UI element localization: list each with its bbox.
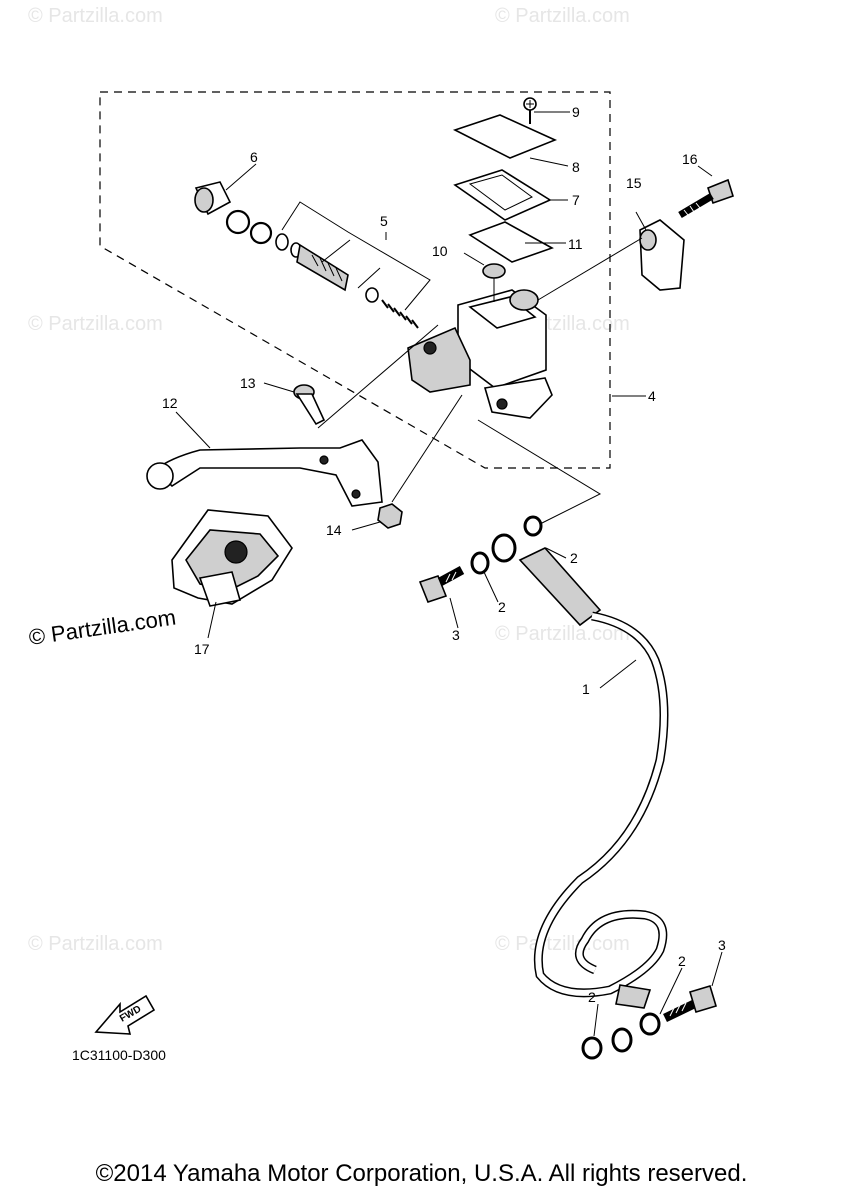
callout-2: 2 xyxy=(498,599,506,615)
clutch-hose-1 xyxy=(491,533,669,1053)
callout-14: 14 xyxy=(326,522,342,538)
callout-2: 2 xyxy=(678,953,686,969)
callout-11: 11 xyxy=(568,236,583,252)
washer-2a xyxy=(470,551,490,575)
callout-10: 10 xyxy=(432,243,448,259)
diaphragm-holder-7 xyxy=(453,169,552,221)
leader-lines xyxy=(175,111,723,1037)
grommet-10 xyxy=(482,263,506,279)
banjo-bolt-3-upper xyxy=(418,566,465,603)
callout-2: 2 xyxy=(588,989,596,1005)
diaphragm-11 xyxy=(468,221,554,263)
bolt-16 xyxy=(678,178,734,219)
circlip xyxy=(225,209,251,235)
screw-9 xyxy=(523,97,537,124)
washer xyxy=(249,221,273,245)
lever-holder-17 xyxy=(171,509,293,607)
callout-4: 4 xyxy=(648,388,656,404)
callout-16: 16 xyxy=(682,151,698,167)
callout-13: 13 xyxy=(240,375,256,391)
callout-17: 17 xyxy=(194,641,210,657)
washer-2c xyxy=(581,1036,603,1060)
watermark: © Partzilla.com xyxy=(28,5,163,27)
banjo-bolt-3-lower xyxy=(663,985,717,1023)
watermark: © Partzilla.com xyxy=(28,313,163,335)
callout-9: 9 xyxy=(572,104,580,120)
watermark: © Partzilla.com xyxy=(28,933,163,955)
callout-7: 7 xyxy=(572,192,580,208)
callout-3: 3 xyxy=(718,937,726,953)
piston-kit-5 xyxy=(275,233,419,329)
callout-8: 8 xyxy=(572,159,580,175)
watermark: © Partzilla.com xyxy=(495,623,630,645)
callout-12: 12 xyxy=(162,395,178,411)
callout-1: 1 xyxy=(582,681,590,697)
pivot-bolt-13 xyxy=(293,384,326,426)
copyright-notice: ©2014 Yamaha Motor Corporation, U.S.A. A… xyxy=(95,1160,748,1187)
diagram-code: 1C31100-D300 xyxy=(72,1047,166,1063)
callout-2: 2 xyxy=(570,550,578,566)
nut-14 xyxy=(377,503,403,529)
master-cylinder-4 xyxy=(407,289,553,419)
reservoir-cap-8 xyxy=(452,114,558,159)
fwd-arrow-icon: FWD xyxy=(94,994,156,1035)
washer-2b xyxy=(523,515,543,537)
callout-3: 3 xyxy=(452,627,460,643)
watermark: © Partzilla.com xyxy=(495,5,630,27)
callout-5: 5 xyxy=(380,213,388,229)
callout-15: 15 xyxy=(626,175,642,191)
callout-6: 6 xyxy=(250,149,258,165)
watermark: © Partzilla.com xyxy=(495,933,630,955)
washer-2d xyxy=(639,1012,661,1036)
clutch-lever-12 xyxy=(153,439,383,507)
brand-watermark: © Partzilla.com xyxy=(27,605,177,650)
assembly-boundary xyxy=(99,91,611,469)
